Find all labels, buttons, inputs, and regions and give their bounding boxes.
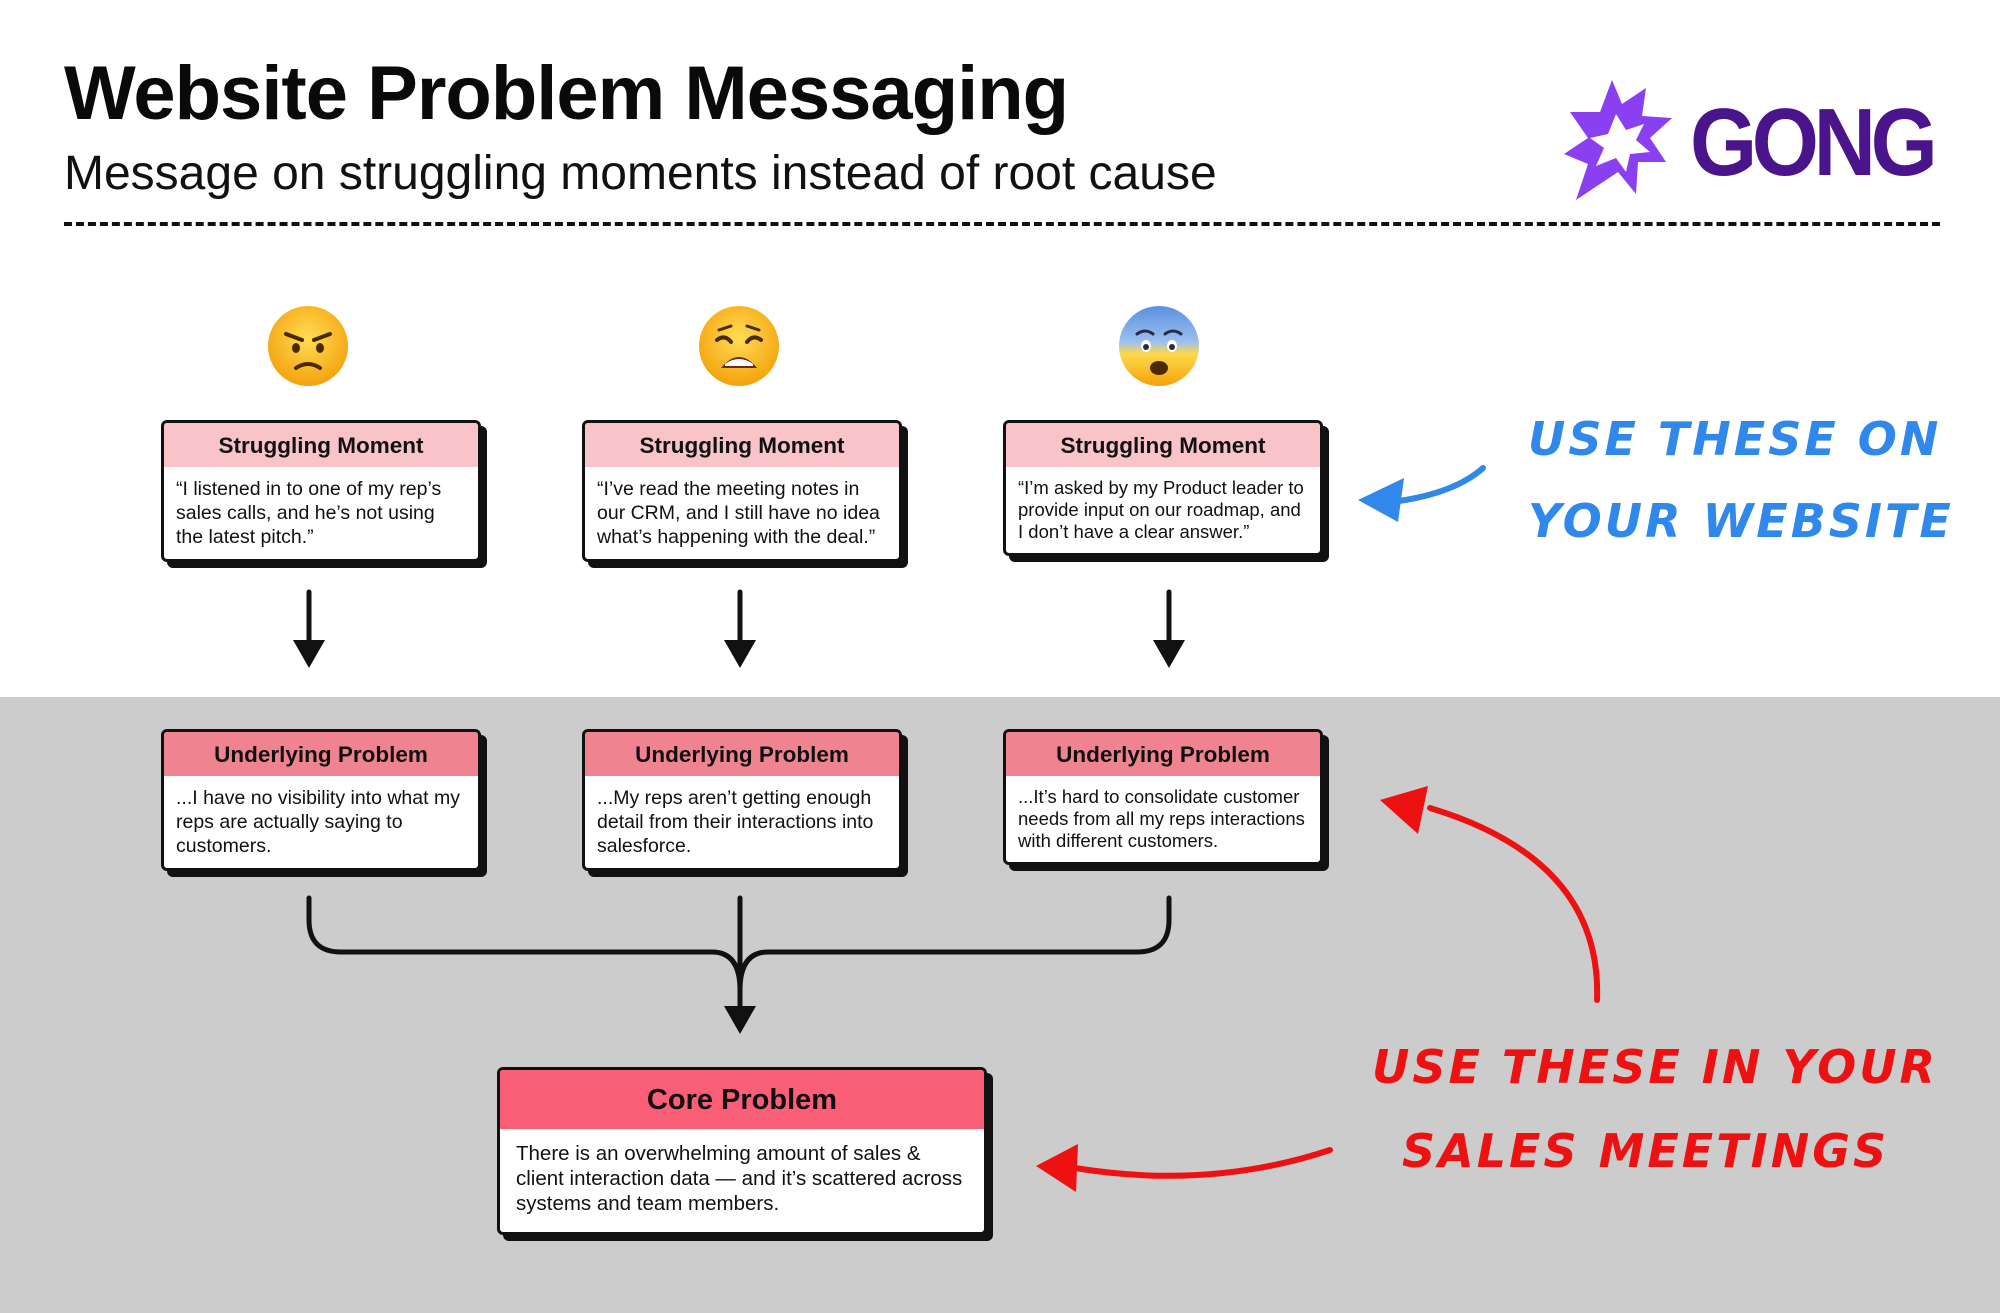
dashed-divider: [64, 222, 1940, 226]
merge-connector-left: [306, 895, 743, 993]
struggling-moment-heading: Struggling Moment: [585, 423, 899, 467]
struggling-moment-heading: Struggling Moment: [164, 423, 478, 467]
arrowhead-1: [293, 640, 325, 668]
arrowhead-3: [1153, 640, 1185, 668]
arrowhead-2: [724, 640, 756, 668]
underlying-problem-text: ...It’s hard to consolidate customer nee…: [1018, 786, 1305, 851]
underlying-problem-card-2: Underlying Problem ...My reps aren’t get…: [582, 729, 902, 871]
weary-face-icon: [699, 306, 779, 386]
struggling-moment-card-3: Struggling Moment “I’m asked by my Produ…: [1003, 420, 1323, 556]
struggling-moment-text: “I listened in to one of my rep’s sales …: [176, 478, 442, 548]
arrowhead-core: [724, 1006, 756, 1034]
struggling-moment-heading: Struggling Moment: [1006, 423, 1320, 467]
underlying-problem-card-1: Underlying Problem ...I have no visibili…: [161, 729, 481, 871]
red-arrowhead-left: [1036, 1144, 1078, 1192]
website-annotation-line1: Use these on: [1528, 412, 1942, 466]
sales-annotation-line2: sales meetings: [1402, 1124, 1890, 1178]
angry-face-icon: [268, 306, 348, 386]
struggling-moment-card-1: Struggling Moment “I listened in to one …: [161, 420, 481, 562]
gong-logo-mark-icon: [1564, 80, 1672, 200]
red-annotation-arrow-up: [1427, 805, 1601, 1003]
red-annotation-arrow-left: [1072, 1147, 1333, 1179]
page-subtitle: Message on struggling moments instead of…: [64, 147, 1217, 200]
website-annotation-line2: your website: [1528, 494, 1954, 548]
underlying-problem-card-3: Underlying Problem ...It’s hard to conso…: [1003, 729, 1323, 865]
fearful-face-icon: [1119, 306, 1199, 386]
underlying-problem-heading: Underlying Problem: [164, 732, 478, 776]
blue-annotation-arrow: [1389, 465, 1486, 505]
underlying-problem-text: ...I have no visibility into what my rep…: [176, 787, 460, 857]
struggling-moment-text: “I’ve read the meeting notes in our CRM,…: [597, 478, 880, 548]
underlying-problem-text: ...My reps aren’t getting enough detail …: [597, 787, 874, 857]
page-title: Website Problem Messaging: [64, 51, 1069, 136]
underlying-problem-heading: Underlying Problem: [1006, 732, 1320, 776]
core-problem-card: Core Problem There is an overwhelming am…: [497, 1067, 987, 1235]
struggling-moment-card-2: Struggling Moment “I’ve read the meeting…: [582, 420, 902, 562]
struggling-moment-text: “I’m asked by my Product leader to provi…: [1018, 477, 1304, 542]
gong-logo-wordmark: GONG: [1690, 89, 1938, 196]
red-arrowhead-up: [1380, 786, 1428, 834]
underlying-problem-heading: Underlying Problem: [585, 732, 899, 776]
merge-connector-right: [737, 895, 1172, 993]
core-problem-text: There is an overwhelming amount of sales…: [516, 1142, 963, 1215]
core-problem-heading: Core Problem: [500, 1070, 984, 1129]
blue-arrowhead: [1358, 478, 1404, 522]
sales-annotation-line1: Use these in your: [1372, 1040, 1938, 1094]
